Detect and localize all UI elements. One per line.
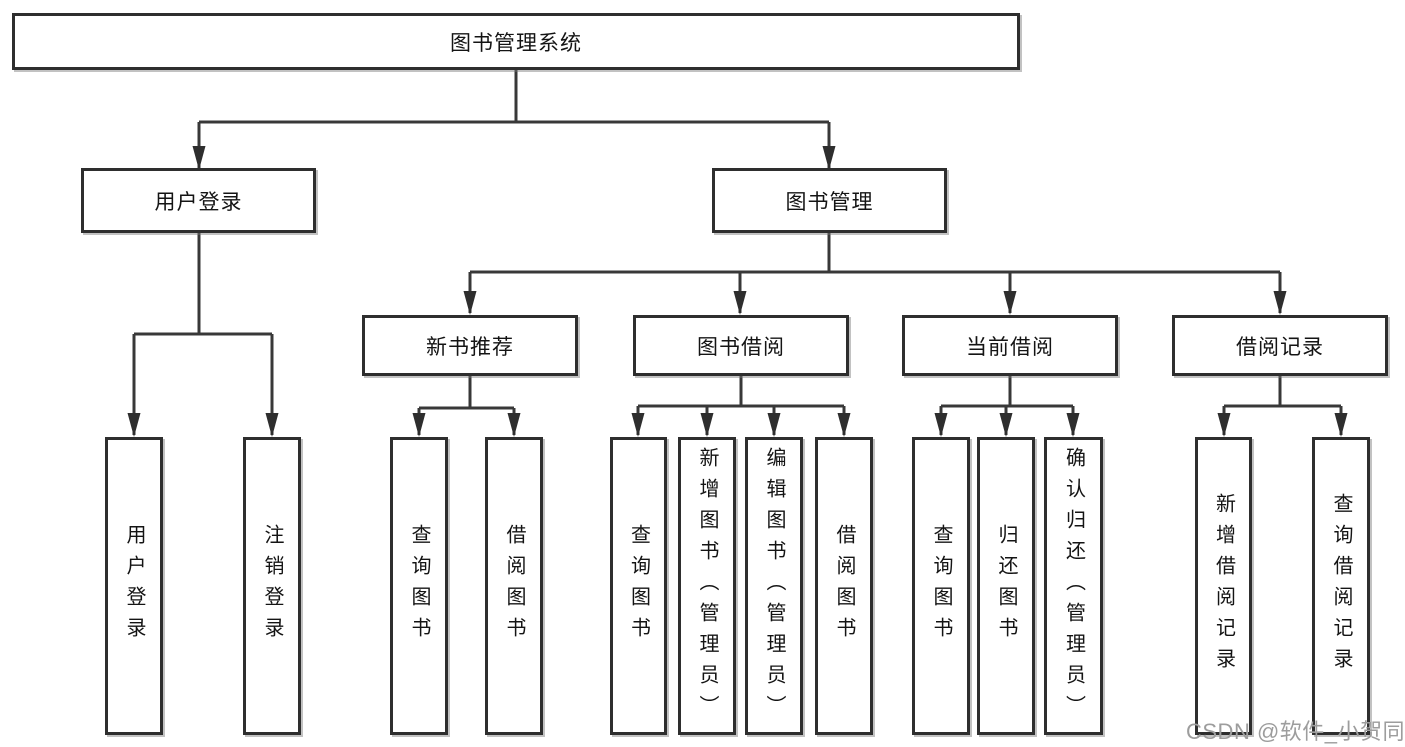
leaf-search-books-borrowing: 查询图书 bbox=[610, 437, 667, 735]
node-label: 当前借阅 bbox=[966, 335, 1054, 359]
node-label: 查询图书 bbox=[930, 524, 952, 648]
node-label: 查询图书 bbox=[408, 524, 430, 648]
node-label: 借阅图书 bbox=[503, 524, 525, 648]
node-label: 新书推荐 bbox=[426, 335, 514, 359]
node-label: 图书管理系统 bbox=[450, 31, 582, 55]
node-current-borrowing: 当前借阅 bbox=[902, 315, 1118, 376]
node-user-login: 用户登录 bbox=[81, 168, 316, 233]
node-label: 注销登录 bbox=[261, 524, 283, 648]
watermark: CSDN @软件_小贺同学 bbox=[1186, 719, 1405, 744]
node-label: 图书借阅 bbox=[697, 335, 785, 359]
leaf-add-book-admin: 新增图书（管理员） bbox=[678, 437, 736, 735]
node-borrowing-records: 借阅记录 bbox=[1172, 315, 1388, 376]
node-label: 确认归还（管理员） bbox=[1062, 446, 1085, 726]
leaf-borrow-books-borrowing: 借阅图书 bbox=[815, 437, 873, 735]
leaf-edit-book-admin: 编辑图书（管理员） bbox=[745, 437, 803, 735]
leaf-confirm-return-admin: 确认归还（管理员） bbox=[1044, 437, 1103, 735]
leaf-search-borrow-record: 查询借阅记录 bbox=[1312, 437, 1370, 735]
leaf-search-books-recommend: 查询图书 bbox=[390, 437, 448, 735]
node-new-book-recommendation: 新书推荐 bbox=[362, 315, 578, 376]
node-label: 图书管理 bbox=[785, 190, 874, 214]
node-label: 编辑图书（管理员） bbox=[763, 446, 785, 726]
node-label: 新增图书（管理员） bbox=[696, 446, 718, 726]
node-label: 用户登录 bbox=[123, 524, 145, 648]
node-label: 归还图书 bbox=[995, 524, 1017, 648]
leaf-return-books: 归还图书 bbox=[977, 437, 1035, 735]
leaf-borrow-books-recommend: 借阅图书 bbox=[485, 437, 543, 735]
leaf-search-books-current: 查询图书 bbox=[912, 437, 970, 735]
node-label: 用户登录 bbox=[154, 190, 243, 214]
node-label: 借阅图书 bbox=[833, 524, 855, 648]
leaf-add-borrow-record: 新增借阅记录 bbox=[1195, 437, 1252, 735]
node-library-system: 图书管理系统 bbox=[12, 13, 1020, 70]
leaf-logout: 注销登录 bbox=[243, 437, 301, 735]
node-book-management: 图书管理 bbox=[712, 168, 947, 233]
node-label: 新增借阅记录 bbox=[1212, 493, 1235, 679]
arrowhead-icons bbox=[127, 146, 1348, 437]
node-label: 查询借阅记录 bbox=[1330, 493, 1352, 679]
node-label: 查询图书 bbox=[627, 524, 650, 648]
leaf-user-login: 用户登录 bbox=[105, 437, 163, 735]
node-book-borrowing: 图书借阅 bbox=[633, 315, 849, 376]
node-label: 借阅记录 bbox=[1236, 335, 1324, 359]
